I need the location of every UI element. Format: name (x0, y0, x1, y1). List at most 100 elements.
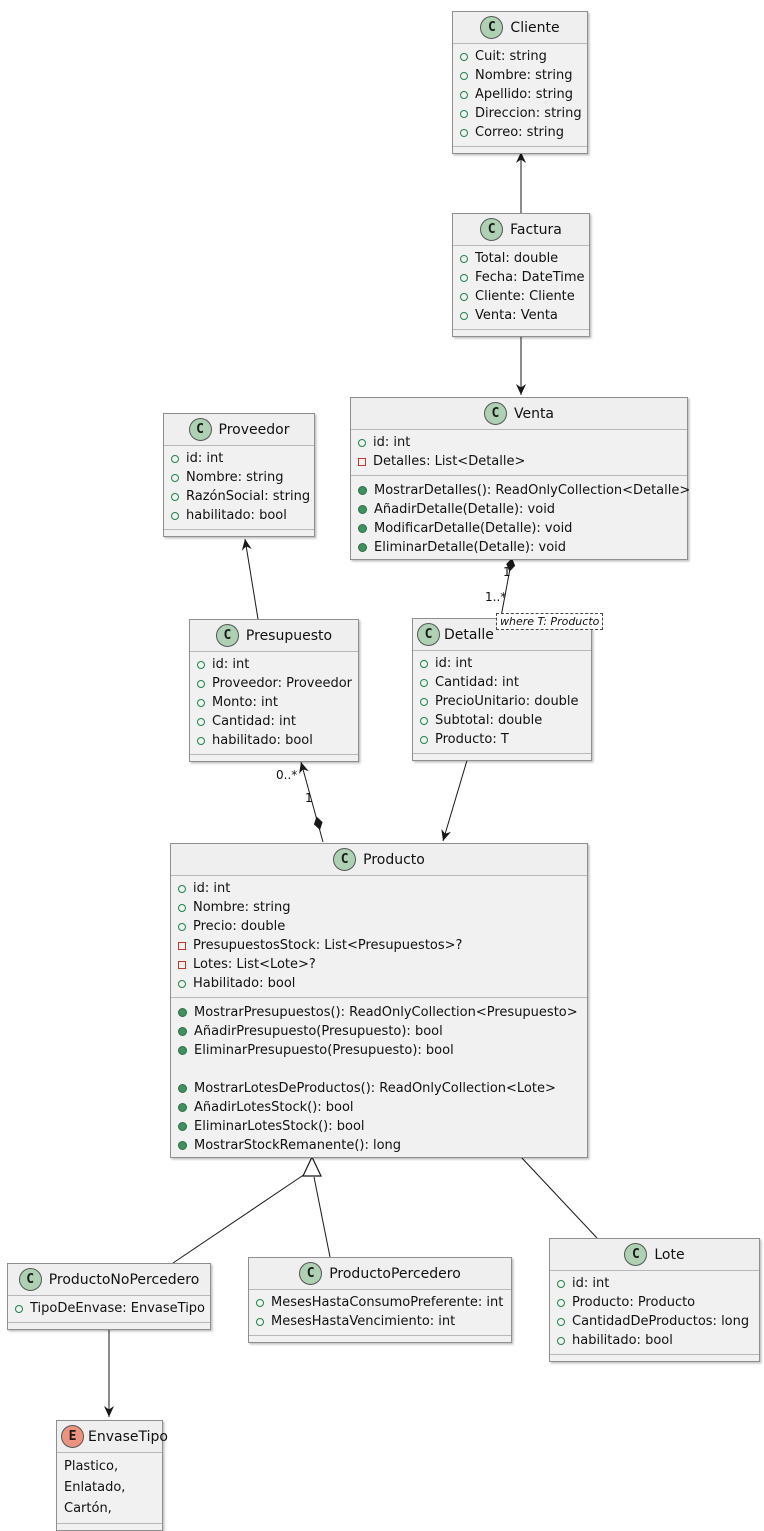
empty-methods-compartment (413, 753, 591, 760)
member-row: Direccion: string (453, 104, 587, 123)
method-public-icon (358, 543, 367, 552)
member-text: CantidadDeProductos: long (572, 1314, 750, 1329)
method-public-icon (358, 524, 367, 533)
compartment-divider (171, 997, 587, 998)
member-row: id: int (164, 449, 314, 468)
member-text: EliminarLotesStock(): bool (194, 1119, 365, 1134)
methods-section: MostrarPresupuestos(): ReadOnlyCollectio… (171, 1000, 587, 1157)
class-header: C Presupuesto (190, 620, 358, 652)
field-private-icon (178, 941, 186, 950)
class-title: Factura (510, 221, 562, 238)
member-text: Habilitado: bool (193, 976, 296, 991)
multiplicity-label: 1..* (485, 590, 507, 604)
multiplicity-label: 0..* (276, 768, 298, 782)
member-row: id: int (351, 433, 687, 452)
attributes-section: id: int Nombre: string RazónSocial: stri… (164, 446, 314, 527)
edge-productonopercedero-producto (172, 1173, 306, 1264)
field-private-icon (358, 457, 366, 466)
method-public-icon (178, 1046, 187, 1055)
field-public-icon (460, 292, 468, 301)
class-icon: C (188, 418, 212, 441)
class-title: EnvaseTipo (88, 1428, 168, 1445)
class-title: Proveedor (218, 421, 290, 438)
class-title: Presupuesto (245, 627, 333, 644)
class-header: C Cliente (453, 12, 587, 44)
member-text: Cliente: Cliente (475, 289, 575, 304)
method-public-icon (178, 1008, 187, 1017)
member-row: PresupuestosStock: List<Presupuestos>? (171, 936, 587, 955)
member-row: Monto: int (190, 693, 358, 712)
field-public-icon (358, 438, 366, 447)
class-producto: C Producto id: int Nombre: string Precio… (170, 843, 588, 1158)
member-text: RazónSocial: string (186, 489, 311, 504)
member-row: Producto: T (413, 730, 591, 749)
field-public-icon (460, 273, 468, 282)
empty-methods-compartment (57, 1523, 162, 1530)
class-icon: C (18, 1268, 42, 1291)
member-row: id: int (413, 654, 591, 673)
field-public-icon (557, 1298, 565, 1307)
member-text: Nombre: string (186, 470, 284, 485)
class-productopercedero: C ProductoPercedero MesesHastaConsumoPre… (248, 1257, 512, 1343)
member-text: EliminarPresupuesto(Presupuesto): bool (194, 1043, 454, 1058)
field-public-icon (420, 697, 428, 706)
field-public-icon (197, 717, 205, 726)
inheritance-triangle (302, 1155, 322, 1177)
member-text: Enlatado, (64, 1480, 126, 1495)
class-title: Venta (513, 405, 555, 422)
class-productonopercedero: C ProductoNoPercedero TipoDeEnvase: Enva… (7, 1263, 211, 1330)
class-header: E EnvaseTipo (57, 1421, 168, 1453)
member-text: Proveedor: Proveedor (212, 676, 353, 691)
generic-constraint-note: where T: Producto (496, 613, 604, 630)
field-public-icon (460, 52, 468, 61)
member-row: Habilitado: bool (171, 974, 587, 993)
empty-methods-compartment (164, 529, 314, 536)
attributes-section: MesesHastaConsumoPreferente: int MesesHa… (249, 1290, 511, 1333)
edge-presupuesto-proveedor (241, 538, 259, 620)
attributes-section: Total: double Fecha: DateTime Cliente: C… (453, 246, 589, 327)
class-title: Detalle (444, 626, 494, 643)
member-text: id: int (212, 657, 250, 672)
member-text: Detalles: List<Detalle> (373, 454, 526, 469)
multiplicity-label: 1 (503, 565, 511, 579)
member-row: MostrarStockRemanente(): long (171, 1136, 587, 1155)
member-text: MostrarDetalles(): ReadOnlyCollection<De… (374, 483, 691, 498)
member-row: Cuit: string (453, 47, 587, 66)
composition-diamond (313, 816, 323, 830)
member-row: Detalles: List<Detalle> (351, 452, 687, 471)
member-row: Subtotal: double (413, 711, 591, 730)
field-public-icon (15, 1304, 23, 1313)
empty-methods-compartment (550, 1354, 759, 1361)
member-text: Correo: string (475, 125, 564, 140)
member-text: Plastico, (64, 1459, 119, 1474)
member-text: Nombre: string (193, 900, 291, 915)
class-cliente: C Cliente Cuit: string Nombre: string Ap… (452, 11, 588, 154)
member-row: TipoDeEnvase: EnvaseTipo (8, 1299, 210, 1318)
method-public-icon (178, 1103, 187, 1112)
field-public-icon (420, 678, 428, 687)
member-row: ModificarDetalle(Detalle): void (351, 519, 687, 538)
member-text: MostrarStockRemanente(): long (194, 1138, 402, 1153)
class-icon: C (483, 402, 507, 425)
member-row: id: int (171, 879, 587, 898)
member-row: RazónSocial: string (164, 487, 314, 506)
method-public-icon (178, 1084, 187, 1093)
member-text: AñadirLotesStock(): bool (194, 1100, 354, 1115)
member-row: habilitado: bool (190, 731, 358, 750)
member-row: Nombre: string (164, 468, 314, 487)
member-text: Cantidad: int (435, 675, 519, 690)
member-row: Cantidad: int (190, 712, 358, 731)
class-icon: C (333, 848, 357, 871)
class-factura: C Factura Total: double Fecha: DateTime … (452, 213, 590, 337)
field-public-icon (460, 90, 468, 99)
field-public-icon (460, 311, 468, 320)
member-row: Total: double (453, 249, 589, 268)
enum-value: Cartón, (57, 1498, 162, 1519)
class-header: C ProductoNoPercedero (8, 1264, 210, 1296)
member-text: Producto: Producto (572, 1295, 696, 1310)
field-public-icon (171, 492, 179, 501)
member-text: MesesHastaVencimiento: int (271, 1314, 456, 1329)
field-public-icon (197, 660, 205, 669)
member-text: PrecioUnitario: double (435, 694, 579, 709)
member-text: id: int (435, 656, 473, 671)
